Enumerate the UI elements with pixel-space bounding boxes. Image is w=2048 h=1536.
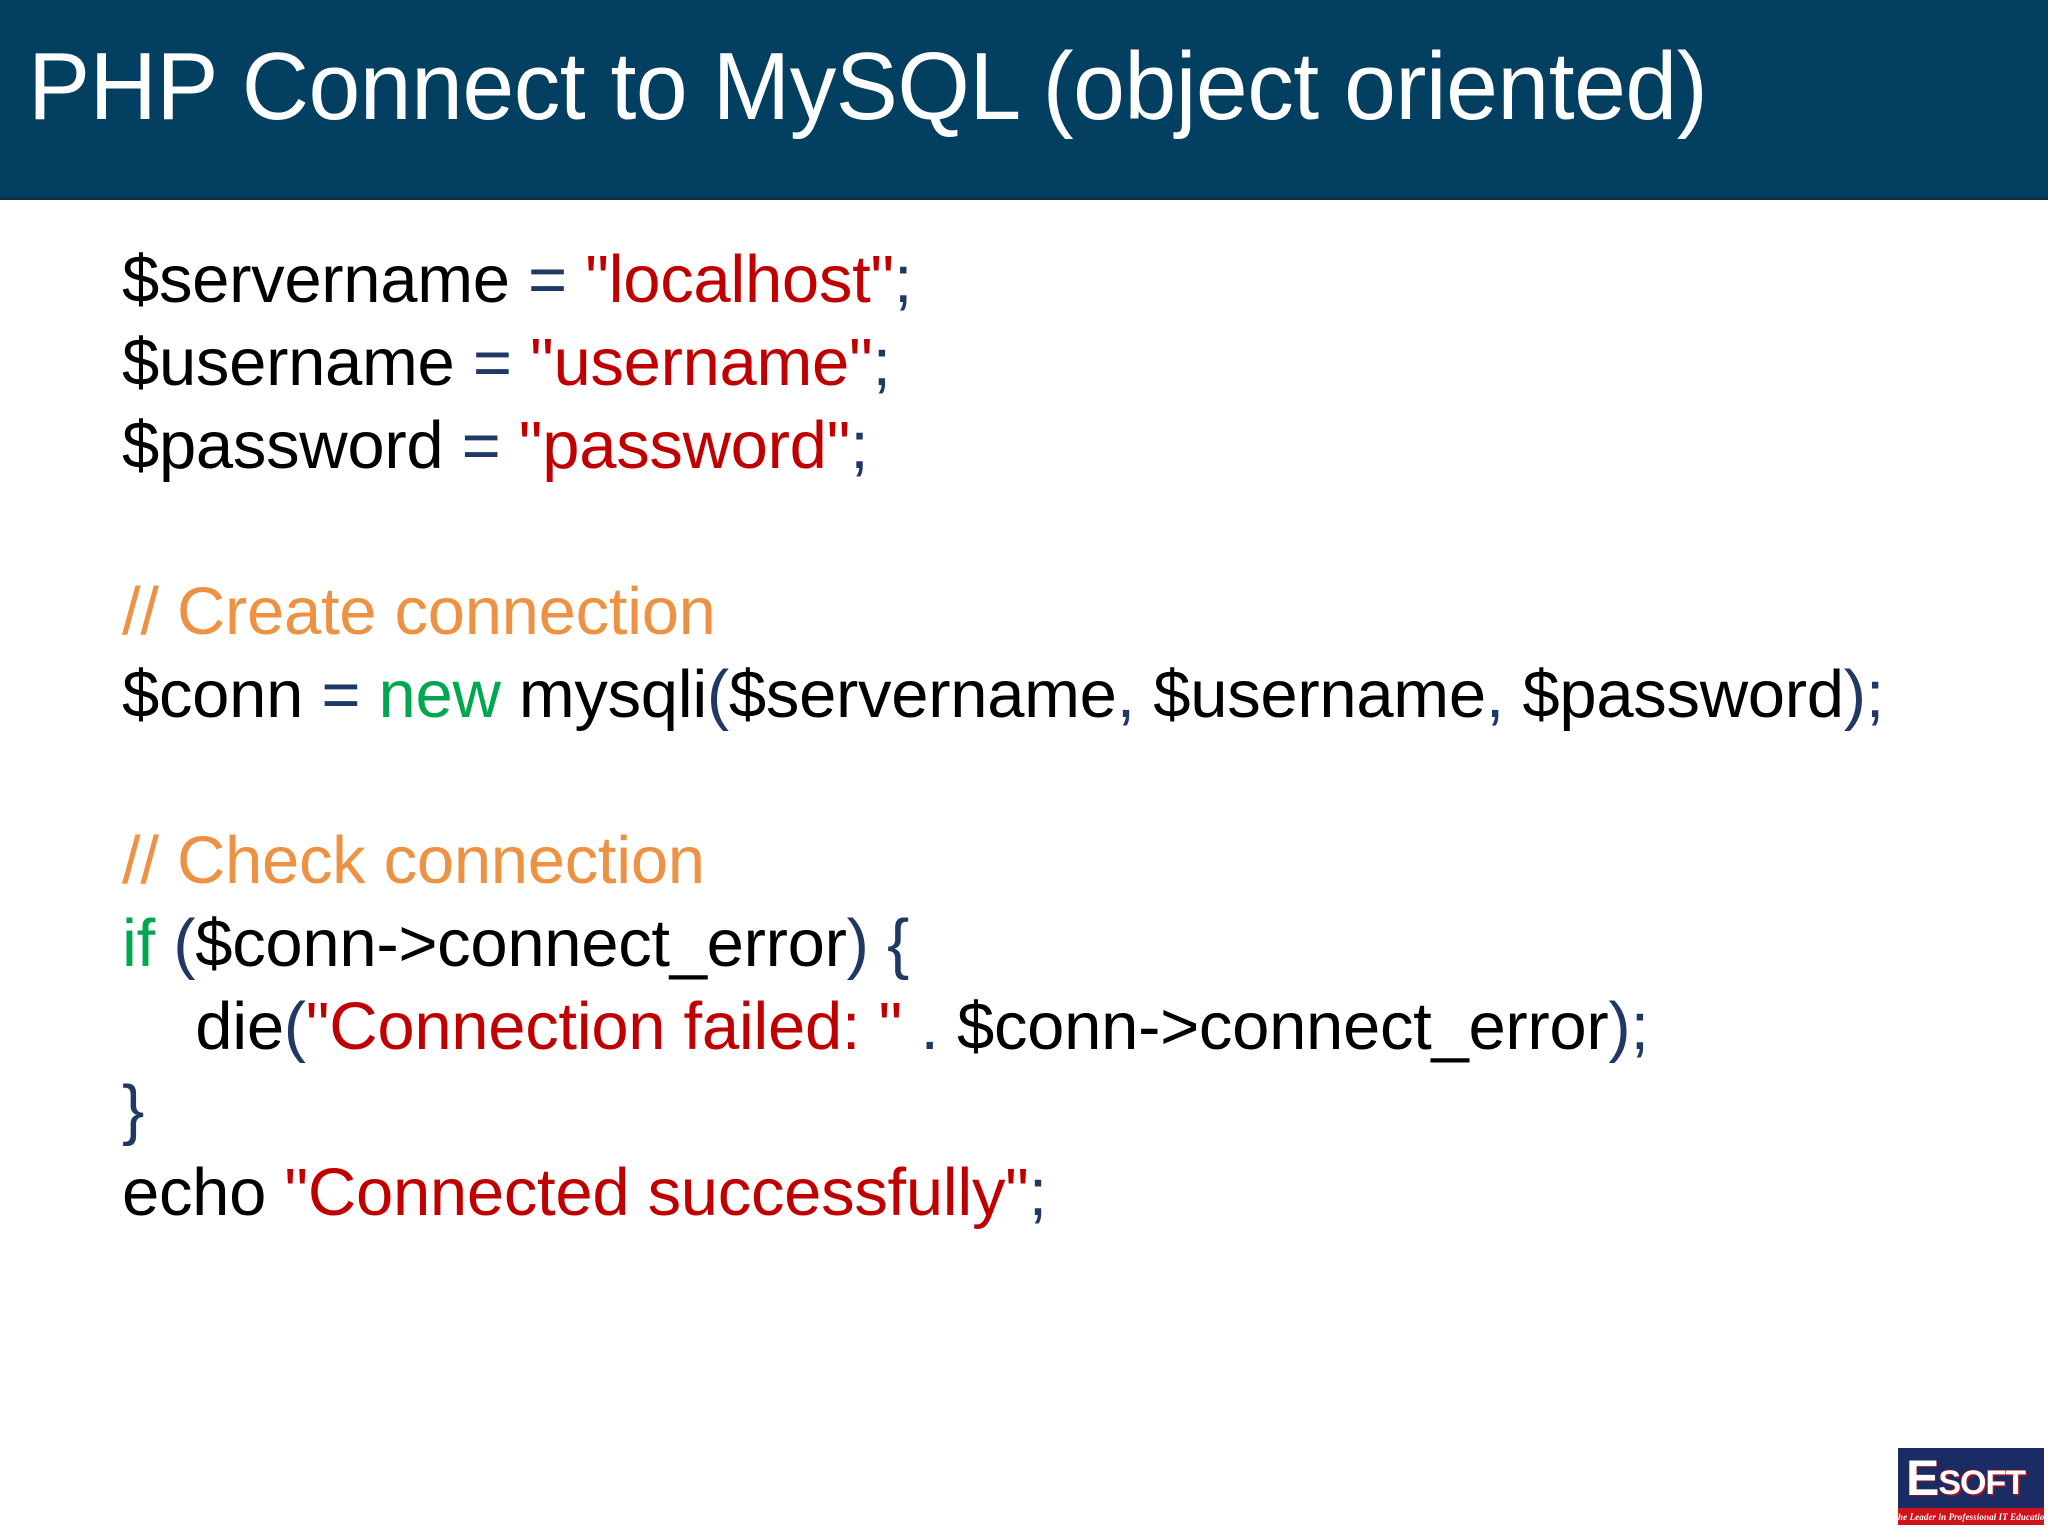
code-token-punct: = xyxy=(528,242,567,317)
page-title: PHP Connect to MySQL (object oriented) xyxy=(28,33,1708,140)
logo-background-box xyxy=(1898,1448,2044,1508)
code-token-comment: // Create connection xyxy=(122,574,716,649)
code-token-plain: $servername xyxy=(122,242,529,317)
line-comment-check: // Check connection xyxy=(122,819,1982,902)
code-token-plain: $conn xyxy=(195,906,377,981)
line-username: $username = "username"; xyxy=(122,321,1982,404)
code-token-punct: ) xyxy=(1608,989,1631,1064)
code-token-punct: ( xyxy=(173,906,196,981)
code-token-punct: ; xyxy=(850,408,869,483)
logo-letters-soft: SOFT xyxy=(1938,1464,2026,1502)
code-token-plain: $username xyxy=(1134,657,1486,732)
line-blank-2 xyxy=(122,736,1982,819)
code-block: $servername = "localhost";$username = "u… xyxy=(122,238,1982,1234)
line-die: die("Connection failed: " . $conn->conne… xyxy=(122,985,1982,1068)
line-comment-create: // Create connection xyxy=(122,570,1982,653)
logo-wordmark: E SOFT xyxy=(1906,1451,2038,1505)
code-token-punct: = xyxy=(461,408,501,483)
code-token-comment: // Check connection xyxy=(122,823,705,898)
code-token-function: -> xyxy=(376,906,438,981)
line-conn-new: $conn = new mysqli($servername, $usernam… xyxy=(122,653,1982,736)
code-token-plain xyxy=(902,989,920,1064)
code-token-punct: . xyxy=(920,989,939,1064)
code-token-punct: ; xyxy=(1630,989,1649,1064)
line-password: $password = "password"; xyxy=(122,404,1982,487)
code-token-punct: } xyxy=(122,1072,145,1147)
code-token-plain xyxy=(266,1155,284,1230)
code-token-string: "password" xyxy=(518,408,851,483)
code-token-keyword: if xyxy=(122,906,155,981)
code-token-punct: ( xyxy=(283,989,306,1064)
code-token-plain xyxy=(869,906,887,981)
line-close-brace: } xyxy=(122,1068,1982,1151)
line-echo: echo "Connected successfully"; xyxy=(122,1151,1982,1234)
line-servername: $servername = "localhost"; xyxy=(122,238,1982,321)
code-token-punct: , xyxy=(1116,657,1136,732)
code-token-punct: , xyxy=(1485,657,1505,732)
code-token-plain xyxy=(512,325,530,400)
code-token-plain xyxy=(122,989,195,1064)
code-token-plain: connect_error xyxy=(437,906,847,981)
code-token-plain: $servername xyxy=(728,657,1117,732)
code-token-punct: ; xyxy=(893,242,913,317)
code-token-punct: ; xyxy=(1028,1155,1048,1230)
code-token-function: -> xyxy=(1138,989,1199,1064)
logo-tagline-text: The Leader in Professional IT Education xyxy=(1892,1511,2048,1522)
code-token-string: "localhost" xyxy=(585,242,894,317)
title-bar: PHP Connect to MySQL (object oriented) xyxy=(0,0,2048,200)
logo-tagline-bar: The Leader in Professional IT Education xyxy=(1892,1508,2048,1525)
code-token-plain xyxy=(155,906,173,981)
code-token-punct: ) xyxy=(1843,657,1866,732)
code-token-plain: connect_error xyxy=(1198,989,1609,1064)
code-token-punct: = xyxy=(321,657,361,732)
code-token-plain xyxy=(360,657,378,732)
code-token-plain xyxy=(500,408,518,483)
code-token-function: echo xyxy=(122,1155,267,1230)
code-token-punct: ; xyxy=(1865,657,1885,732)
code-token-string: "Connected successfully" xyxy=(284,1155,1029,1230)
code-token-plain: $username xyxy=(122,325,473,400)
code-token-plain: $conn xyxy=(938,989,1139,1064)
code-token-keyword: new xyxy=(378,657,501,732)
code-token-function: die xyxy=(195,989,284,1064)
line-if: if ($conn->connect_error) { xyxy=(122,902,1982,985)
esoft-logo: E SOFT The Leader in Professional IT Edu… xyxy=(1892,1448,2048,1528)
line-blank-1 xyxy=(122,487,1982,570)
code-token-plain: $password xyxy=(122,408,462,483)
code-token-plain: $password xyxy=(1504,657,1844,732)
code-token-string: "Connection failed: " xyxy=(305,989,903,1064)
code-token-punct: = xyxy=(472,325,512,400)
code-token-punct: ) xyxy=(846,906,869,981)
code-token-string: "username" xyxy=(529,325,873,400)
code-token-plain: $conn xyxy=(122,657,322,732)
code-token-plain xyxy=(567,242,585,317)
logo-letter-e: E xyxy=(1906,1450,1939,1506)
code-token-punct: { xyxy=(887,906,910,981)
code-token-punct: ( xyxy=(706,657,729,732)
code-token-punct: ; xyxy=(872,325,891,400)
code-token-plain: mysqli xyxy=(500,657,707,732)
